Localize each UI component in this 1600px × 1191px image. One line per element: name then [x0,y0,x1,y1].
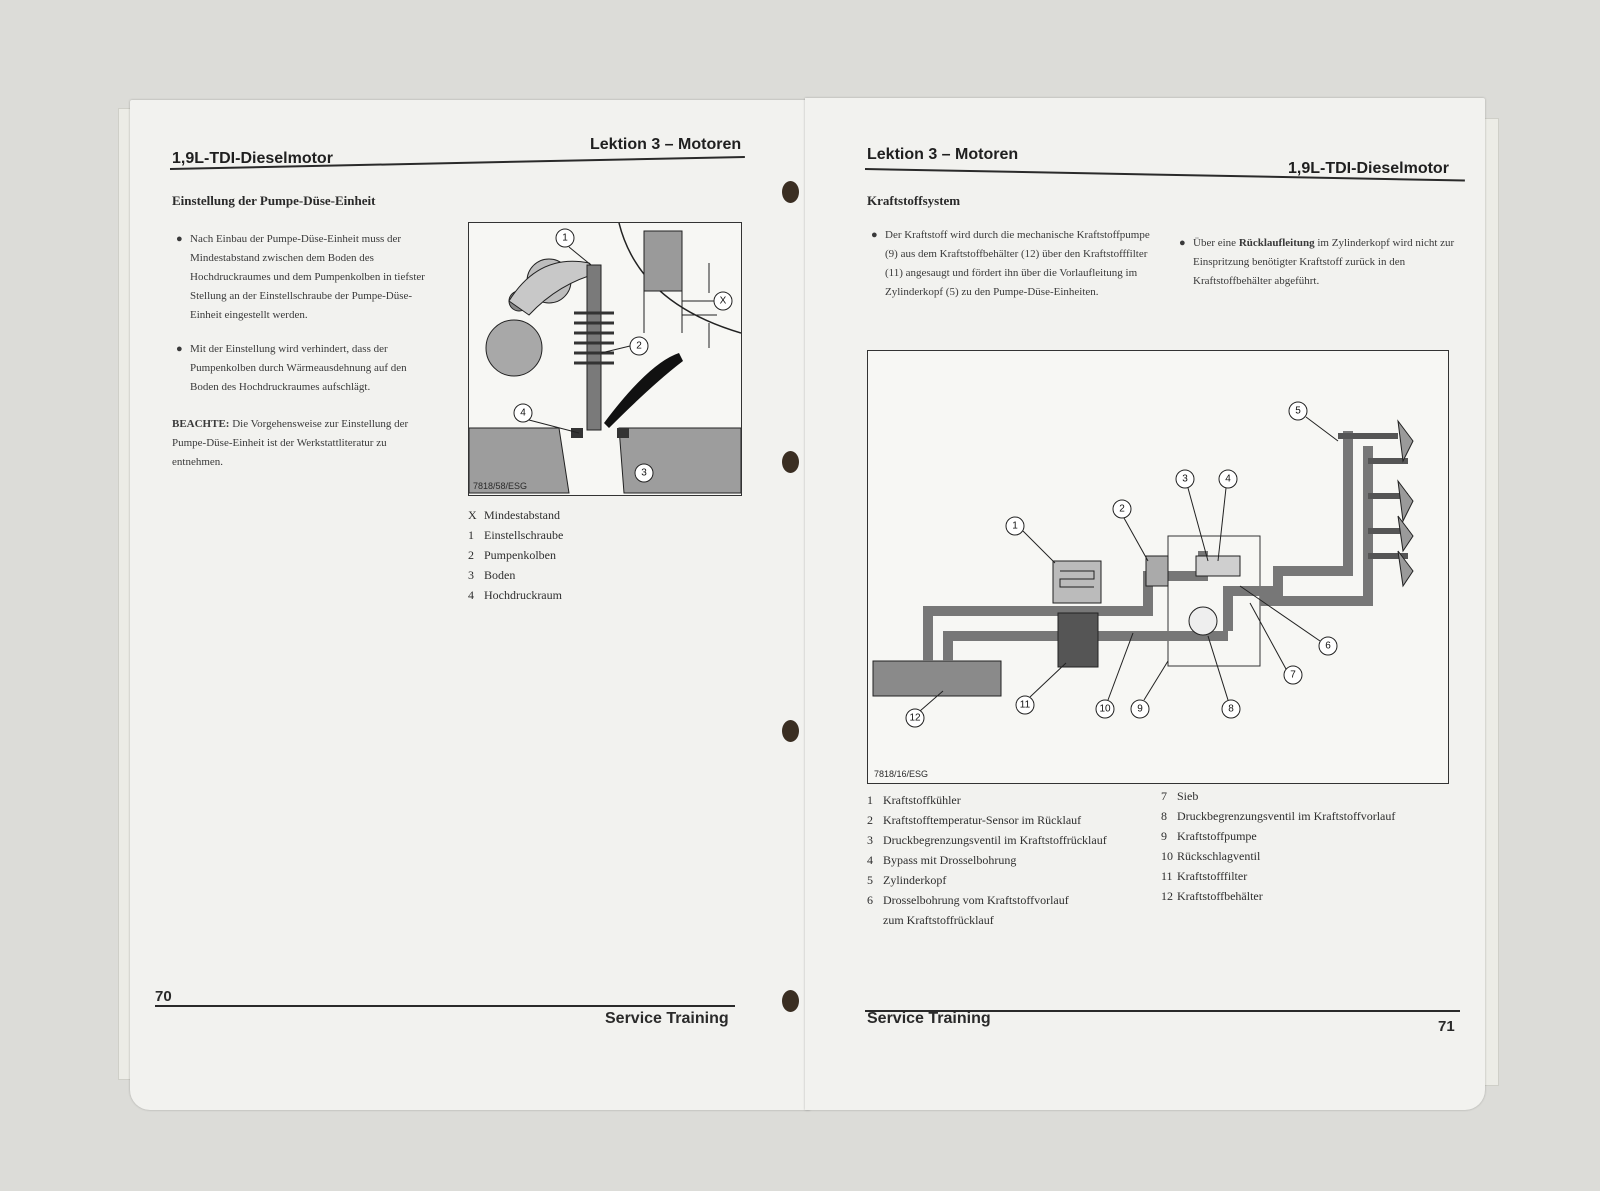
fuel-system-drawing: 1 2 3 4 5 6 7 8 9 10 11 12 [872,401,1414,728]
left-bullet-2: ● Mit der Einstellung wird verhindert, d… [176,340,430,397]
right-page-number: 71 [1438,1018,1455,1035]
right-bullet-2-pre: Über eine [1193,237,1239,249]
left-figure-code: 7818/58/ESG [473,481,528,491]
left-bullet-2-text: Mit der Einstellung wird verhindert, das… [190,343,407,393]
binder-hole [782,990,799,1012]
right-callout-12: 12 [909,713,921,724]
bullet-dot: ● [1179,237,1186,249]
bullet-dot: ● [176,343,183,355]
right-section-title: Kraftstoffsystem [867,193,961,208]
left-page: 1,9L-TDI-Dieselmotor Lektion 3 – Motoren… [130,100,810,1110]
left-note: BEACHTE: Die Vorgehensweise zur Einstell… [172,415,430,472]
right-callout-1: 1 [1012,521,1018,532]
right-callout-9: 9 [1137,704,1143,715]
right-callout-4: 4 [1225,474,1231,485]
binder-hole [782,720,799,742]
left-callout-2: 2 [636,341,642,352]
right-callout-2: 2 [1119,504,1125,515]
left-callout-3: 3 [641,468,647,479]
right-callout-7: 7 [1290,670,1296,681]
right-page-edge-stack [1483,118,1499,1086]
note-label: BEACHTE: [172,418,230,430]
legend-row: zum Kraftstoffrücklauf [883,913,994,927]
right-header-title: 1,9L-TDI-Dieselmotor [1288,160,1449,177]
binder-hole [782,181,799,203]
left-bullet-1: ● Nach Einbau der Pumpe-Düse-Einheit mus… [176,230,430,325]
left-header-title: 1,9L-TDI-Dieselmotor [172,150,333,167]
left-footer-rule [155,1005,735,1007]
right-callout-8: 8 [1228,704,1234,715]
right-bullet-1-text: Der Kraftstoff wird durch die mechanisch… [885,229,1150,298]
right-callout-5: 5 [1295,406,1301,417]
pump-nozzle-figure: 1 2 3 4 X 7818/58/ESG [468,222,742,496]
right-bullet-1: ● Der Kraftstoff wird durch die mechanis… [871,226,1155,302]
bullet-dot: ● [176,233,183,245]
right-footer-rule [865,1010,1460,1012]
note-text: Die Vorgehensweise zur Einstellung der P… [172,418,409,468]
right-callout-6: 6 [1325,641,1331,652]
left-page-number: 70 [155,988,172,1005]
left-callout-4: 4 [520,408,526,419]
right-callout-10: 10 [1099,704,1111,715]
left-callout-1: 1 [562,233,568,244]
fuel-system-figure: 1 2 3 4 5 6 7 8 9 10 11 12 [867,350,1449,784]
binder-hole [782,451,799,473]
right-page: Lektion 3 – Motoren 1,9L-TDI-Dieselmotor… [805,98,1485,1110]
right-header-lesson: Lektion 3 – Motoren [867,146,1019,163]
right-bullet-2-post: im Zylinderkopf wird nicht zur Einspritz… [1193,237,1455,287]
right-bullet-2: ● Über eine Rücklaufleitung im Zylinderk… [1179,234,1463,291]
right-callout-3: 3 [1182,474,1188,485]
pump-nozzle-drawing: 1 2 3 4 X [469,223,741,494]
left-callout-x: X [720,296,727,307]
right-bullet-2-bold: Rücklaufleitung [1238,237,1315,249]
right-figure-code: 7818/16/ESG [874,769,929,779]
left-section-title: Einstellung der Pumpe-Düse-Einheit [172,193,376,208]
bullet-dot: ● [871,229,878,241]
right-figure-callouts: 1 2 3 4 5 6 7 8 9 10 11 12 [905,401,1338,728]
right-callout-11: 11 [1020,700,1031,711]
right-footer-text: Service Training [867,1010,991,1027]
left-header-lesson: Lektion 3 – Motoren [590,136,742,153]
left-bullet-1-text: Nach Einbau der Pumpe-Düse-Einheit muss … [190,233,425,321]
left-footer-text: Service Training [605,1010,729,1027]
